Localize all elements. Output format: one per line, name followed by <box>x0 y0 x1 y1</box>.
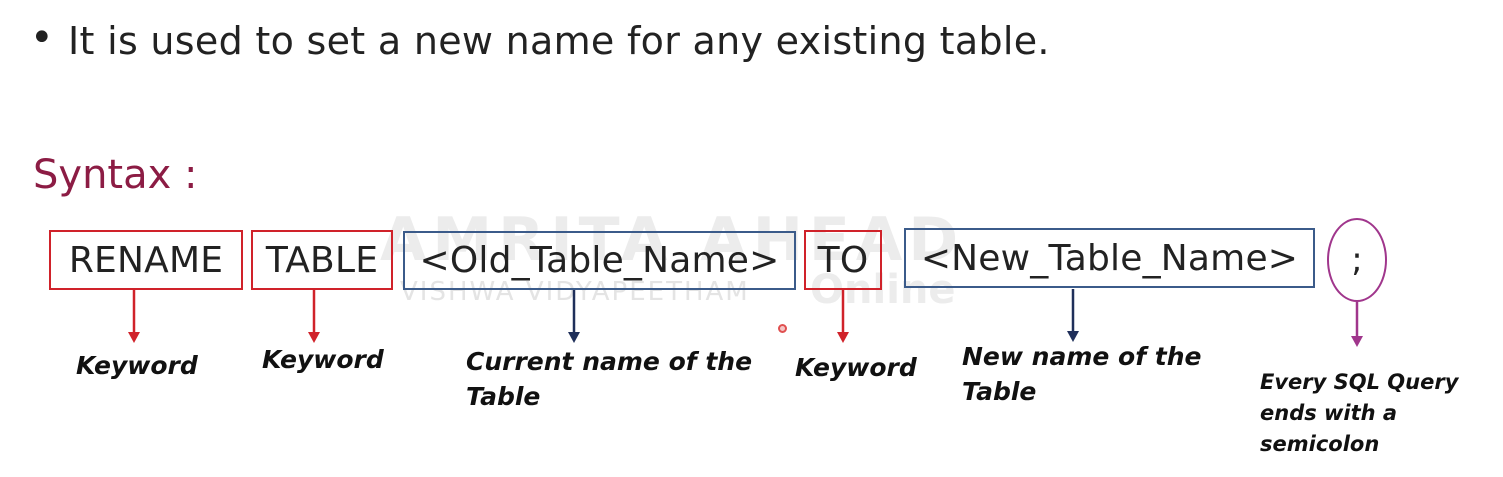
label-line: Table <box>962 377 1037 406</box>
label-current-name: Current name of the Table <box>466 344 752 414</box>
token-old-table-name: <Old_Table_Name> <box>403 231 796 290</box>
label-line: New name of the <box>962 342 1202 371</box>
label-line: Keyword <box>76 351 198 380</box>
label-keyword-rename: Keyword <box>76 350 198 383</box>
label-line: Keyword <box>262 345 384 374</box>
label-line: Keyword <box>795 353 917 382</box>
label-line: Every SQL Query <box>1260 370 1459 394</box>
syntax-title: Syntax : <box>33 152 198 198</box>
arrow-down-icon <box>837 290 849 343</box>
arrow-down-icon <box>308 290 320 343</box>
arrow-down-icon <box>128 290 140 343</box>
token-semicolon: ; <box>1327 218 1387 302</box>
bullet-dot-icon: • <box>30 15 54 61</box>
label-line: semicolon <box>1260 432 1380 456</box>
token-new-table-name: <New_Table_Name> <box>904 228 1315 288</box>
label-new-name: New name of the Table <box>962 339 1202 409</box>
token-rename: RENAME <box>49 230 243 290</box>
label-keyword-to: Keyword <box>795 352 917 385</box>
label-line: Current name of the <box>466 347 753 376</box>
token-to: TO <box>804 230 882 290</box>
token-table: TABLE <box>251 230 393 290</box>
arrow-down-icon <box>1067 289 1079 342</box>
label-semicolon-note: Every SQL Query ends with a semicolon <box>1260 367 1458 460</box>
pointer-cursor-icon <box>778 324 787 333</box>
arrow-down-icon <box>1351 302 1363 347</box>
label-keyword-table: Keyword <box>262 344 384 377</box>
arrow-down-icon <box>568 290 580 343</box>
label-line: ends with a <box>1260 401 1398 425</box>
label-line: Table <box>466 382 541 411</box>
bullet-text: It is used to set a new name for any exi… <box>68 19 1050 63</box>
